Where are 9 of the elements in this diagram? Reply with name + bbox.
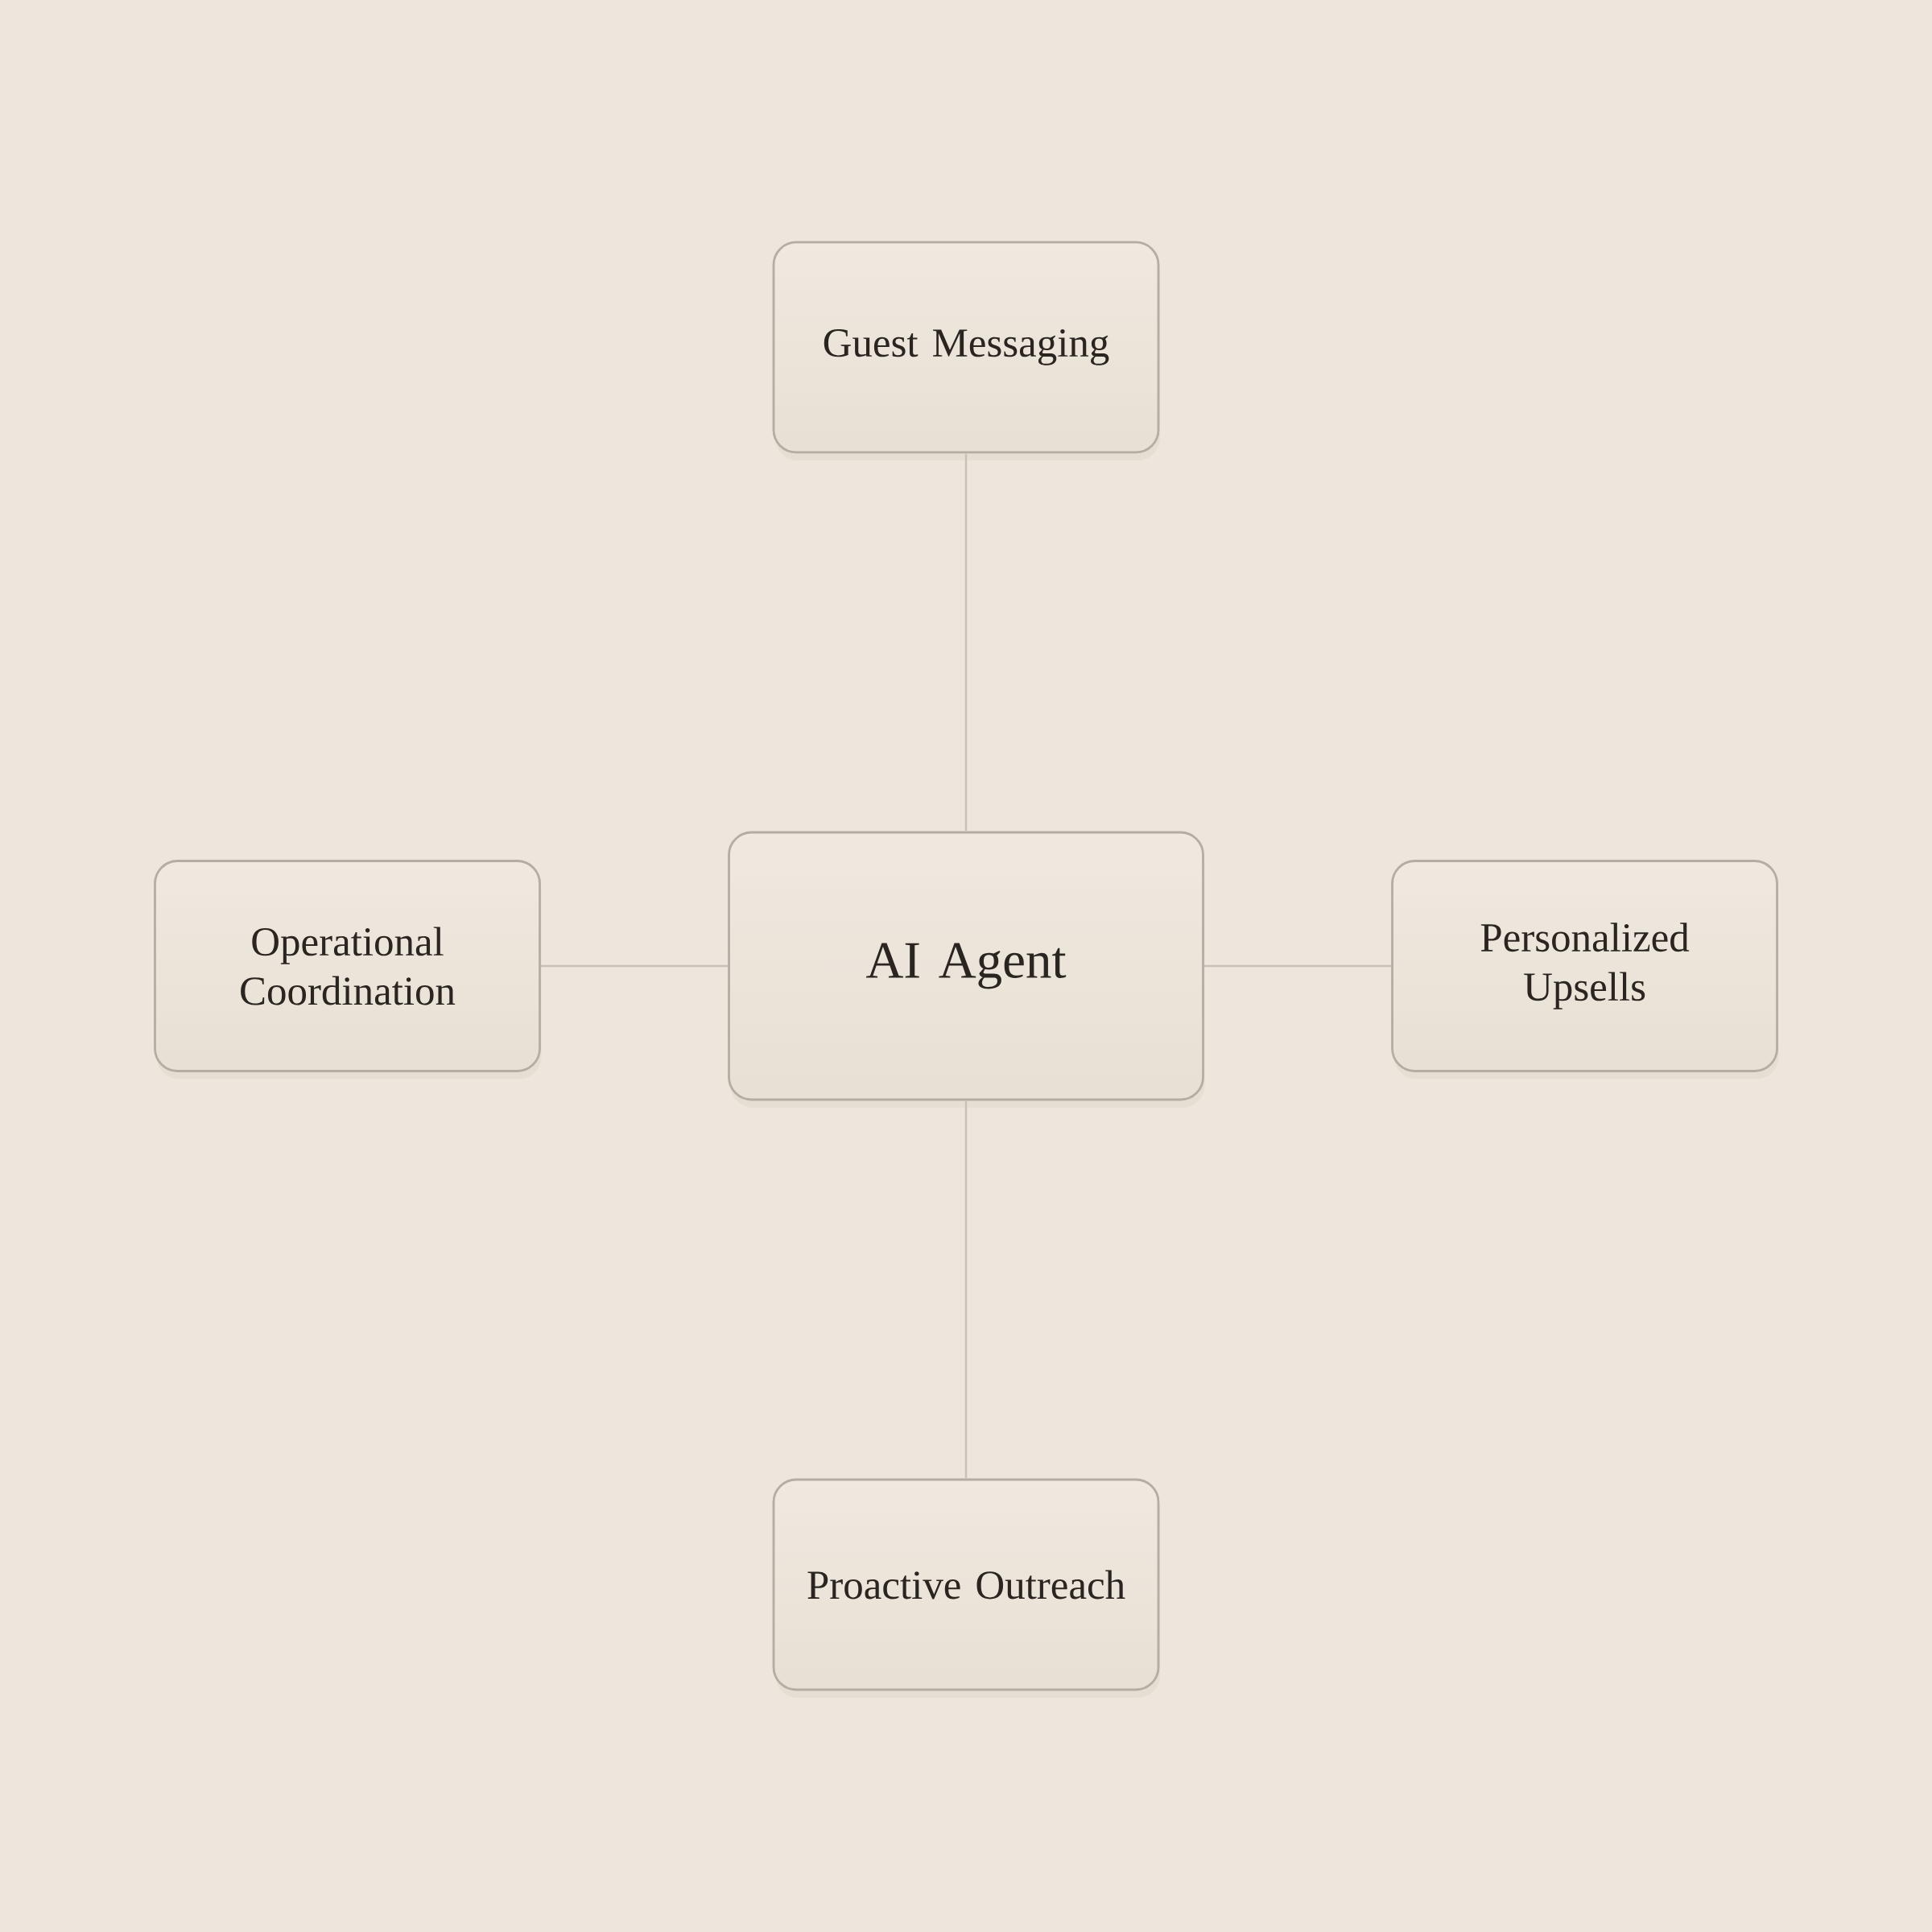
capability-box: Operational Coordination	[154, 860, 542, 1080]
capability-box: Personalized Upsells	[1391, 860, 1779, 1080]
connector-line	[540, 964, 729, 968]
connector-line	[964, 453, 968, 832]
hub-box: AI Agent	[728, 831, 1205, 1108]
connector-line	[964, 1100, 968, 1479]
capability-box: Guest Messaging	[772, 241, 1161, 460]
connector-line	[1203, 964, 1392, 968]
capability-box: Proactive Outreach	[772, 1478, 1161, 1698]
